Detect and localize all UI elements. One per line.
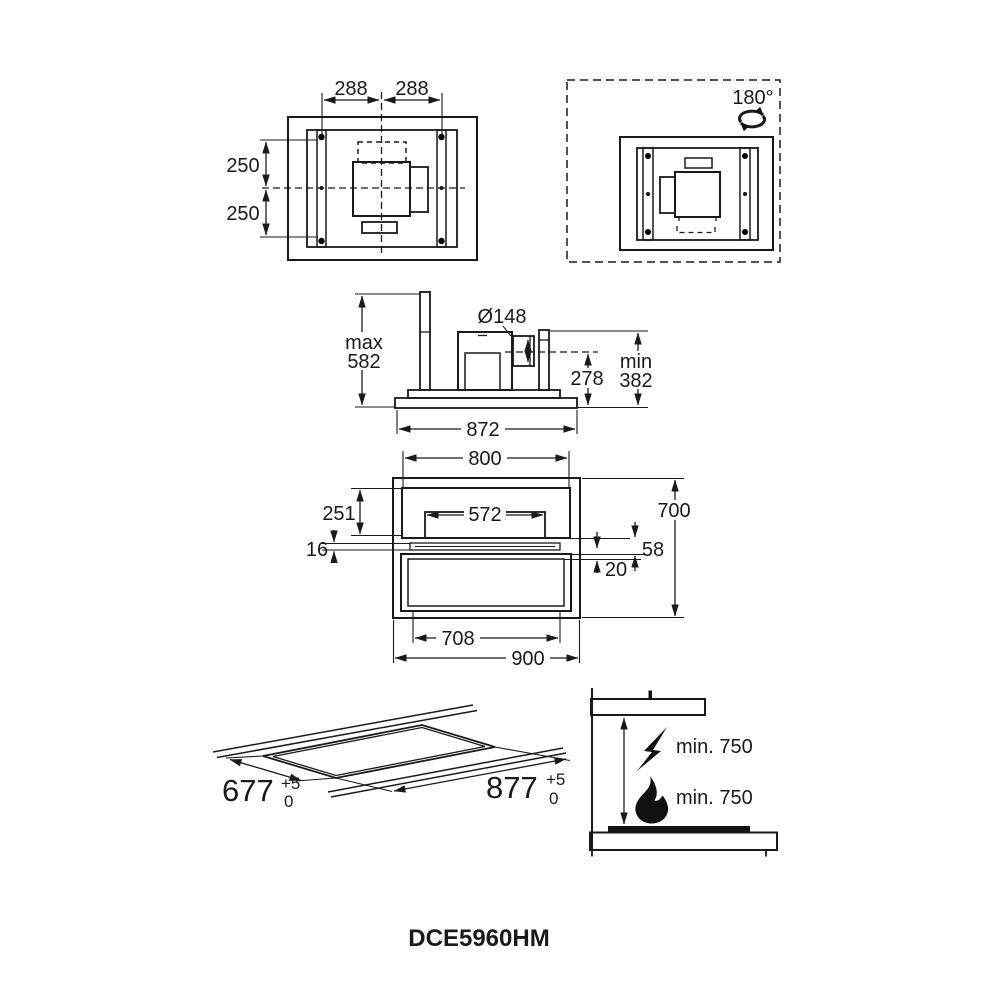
dim-label-677-tol-plus: +5 (281, 774, 300, 793)
dim-877-line (393, 757, 567, 793)
screw-hole (438, 133, 445, 141)
screw-hole (742, 229, 748, 235)
rotation-arrows-icon (738, 106, 766, 132)
dim-label-877-tol-plus: +5 (546, 770, 565, 789)
motor-inner-box (464, 352, 501, 391)
flame-icon (635, 776, 669, 824)
dim-label-288-right: 288 (395, 78, 428, 100)
dim-label-677-tol-minus: 0 (284, 792, 293, 811)
dim-label-900: 900 (511, 648, 544, 670)
dim-label-872: 872 (466, 419, 499, 441)
dim-label-58: 58 (642, 539, 664, 561)
dim-label-677: 677 (222, 773, 274, 808)
model-number-label: DCE5960HM (408, 925, 549, 952)
lower-body (400, 553, 572, 612)
screw-hole (438, 237, 445, 245)
dashed-envelope (566, 79, 781, 263)
ceiling-plan-rotated-view: 180° (566, 79, 781, 263)
dim-label-min: min (620, 351, 652, 373)
ceiling-edge-far (216, 709, 478, 759)
counter-section (589, 831, 778, 851)
dim-label-288-left: 288 (334, 78, 367, 100)
screw-hole (645, 229, 651, 235)
support-rail-short (538, 329, 550, 391)
mounting-rail-right (739, 147, 751, 241)
ceiling-plan-view: 288 288 250 250 (226, 78, 478, 261)
duct-outlet (512, 335, 535, 367)
dim-label-877: 877 (486, 770, 538, 805)
screw-hole (742, 153, 748, 159)
clearance-view: min. 750 min. 750 (589, 688, 778, 857)
dim-label-16: 16 (306, 539, 328, 561)
junction-box (684, 157, 713, 169)
cutout-inner (272, 726, 486, 777)
dim-label-582: 582 (347, 351, 380, 373)
hood-mount-stub (648, 690, 652, 700)
hood-body-lower (394, 397, 578, 409)
overall-envelope (392, 477, 581, 619)
front-elevation-view: 800 700 251 572 16 58 20 708 (306, 448, 694, 670)
clearance-label-gas: min. 750 (676, 787, 753, 809)
lightning-bolt-icon (637, 727, 667, 771)
screw-hole (645, 153, 651, 159)
dim-label-572: 572 (468, 504, 501, 526)
dim-label-278: 278 (570, 368, 603, 390)
dim-label-700: 700 (657, 500, 690, 522)
lower-body-inner (407, 558, 565, 607)
motor-housing (674, 171, 721, 218)
junction-box (361, 221, 398, 234)
extraction-panel (409, 542, 561, 551)
motor-side-box (659, 176, 676, 214)
clearance-label-electric: min. 750 (676, 736, 753, 758)
rotation-angle-label: 180° (732, 87, 773, 109)
motor-housing (457, 331, 513, 391)
center-mark (743, 192, 747, 196)
outer-frame (619, 136, 774, 251)
screw-hole (318, 133, 325, 141)
inner-frame (636, 147, 759, 241)
ceiling-cutout-view: 677 +5 0 877 +5 0 (212, 704, 571, 811)
dim-677-line (229, 758, 302, 782)
center-mark (646, 192, 650, 196)
duct-projection-dashed (676, 226, 716, 234)
dim-label-250-lower: 250 (226, 203, 259, 225)
ceiling-edge-far (212, 704, 474, 753)
hood-body-upper (407, 389, 561, 399)
support-rail-tall (419, 291, 431, 391)
dim-label-382: 382 (619, 370, 652, 392)
side-elevation-view: max 582 Ø148 278 min 382 872 (342, 291, 661, 441)
dim-label-251: 251 (322, 503, 355, 525)
dim-label-877-tol-minus: 0 (549, 789, 558, 808)
motor-side-box (409, 166, 429, 213)
dim-label-250-upper: 250 (226, 155, 259, 177)
screw-hole (318, 237, 325, 245)
dim-label-708: 708 (441, 628, 474, 650)
dim-label-800: 800 (468, 448, 501, 470)
cooktop-surface (608, 826, 750, 833)
hood-section (590, 698, 706, 716)
dim-label-max: max (345, 332, 383, 354)
dim-label-20: 20 (605, 559, 627, 581)
mounting-rail-left (642, 147, 654, 241)
dim-label-diameter: Ø148 (478, 306, 527, 328)
